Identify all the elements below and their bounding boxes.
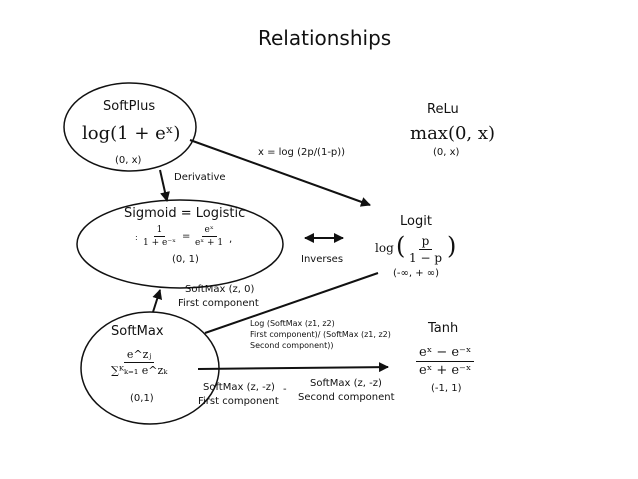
sigmoid-node [76, 199, 284, 289]
tanh-relation-a-1: SoftMax (z, -z) [203, 382, 275, 393]
derivative-label: Derivative [174, 172, 226, 183]
edge-softmax-to-tanh [197, 362, 389, 373]
softplus-logit-relation: x = log (2p/(1-p)) [258, 147, 346, 158]
softmax-logit-label-2: First component)/ (SoftMax (z1, z2) [250, 330, 391, 339]
sigmoid-formula-lead: : [135, 233, 138, 242]
sigmoid-fraction-2: eˣ eˣ + 1 [192, 225, 226, 248]
relu-label: ReLu [427, 102, 459, 117]
softplus-node [63, 82, 197, 172]
edge-softmax-to-logit [204, 272, 379, 334]
relu-formula: max(0, x) [410, 123, 496, 144]
softmax-logit-label-3: Second component)) [250, 341, 334, 350]
diagram-title: Relationships [258, 26, 392, 50]
softmax-logit-label-1: Log (SoftMax (z1, z2) [250, 319, 335, 328]
sigmoid-frac1-den: 1 + e⁻ˣ [143, 238, 176, 248]
logit-frac-den: 1 − p [409, 251, 442, 265]
logit-fraction: p 1 − p [406, 234, 445, 265]
softplus-label: SoftPlus [103, 99, 156, 114]
tanh-frac-den: eˣ + e⁻ˣ [419, 363, 472, 378]
sigmoid-frac1-num: 1 [153, 225, 166, 237]
sigmoid-frac2-num: eˣ [201, 225, 217, 237]
softmax-frac-num: e^zⱼ [123, 348, 155, 363]
tanh-relation-minus: - [283, 384, 287, 395]
logit-range: (-∞, + ∞) [393, 268, 439, 279]
softmax-frac-den: ∑ᴷₖ₌₁ e^zₖ [111, 364, 168, 377]
tanh-label: Tanh [428, 321, 459, 336]
softmax-sigmoid-label-1: SoftMax (z, 0) [185, 284, 255, 295]
softmax-fraction: e^zⱼ ∑ᴷₖ₌₁ e^zₖ [108, 348, 170, 377]
softmax-sigmoid-label-2: First component [178, 298, 259, 309]
sigmoid-range: (0, 1) [172, 254, 199, 265]
edge-softmax-to-sigmoid [152, 289, 163, 313]
tanh-relation-b-2: Second component [298, 392, 395, 403]
softmax-range: (0,1) [130, 393, 154, 404]
softplus-range: (0, x) [115, 155, 142, 166]
logit-close-paren: ) [447, 232, 457, 260]
inverses-label: Inverses [301, 254, 344, 265]
tanh-relation-a-2: First component [198, 396, 279, 407]
sigmoid-label: Sigmoid = Logistic [124, 206, 246, 221]
logit-label: Logit [400, 214, 432, 229]
sigmoid-equals: = [182, 231, 191, 242]
tanh-relation-b-1: SoftMax (z, -z) [310, 378, 382, 389]
relu-range: (0, x) [433, 147, 460, 158]
edge-softplus-to-sigmoid [159, 169, 170, 202]
sigmoid-fraction-1: 1 1 + e⁻ˣ [140, 225, 179, 248]
sigmoid-frac2-den: eˣ + 1 [195, 238, 224, 248]
sigmoid-formula-trail: , [229, 234, 233, 245]
logit-log: log [375, 241, 394, 255]
softplus-formula: log(1 + eˣ) [82, 123, 181, 144]
tanh-frac-num: eˣ − e⁻ˣ [416, 345, 475, 362]
tanh-range: (-1, 1) [431, 383, 462, 394]
edge-softplus-to-logit [189, 139, 371, 207]
softmax-label: SoftMax [111, 324, 164, 339]
logit-frac-num: p [418, 234, 433, 250]
logit-open-paren: ( [396, 232, 406, 260]
tanh-fraction: eˣ − e⁻ˣ eˣ + e⁻ˣ [416, 345, 475, 378]
